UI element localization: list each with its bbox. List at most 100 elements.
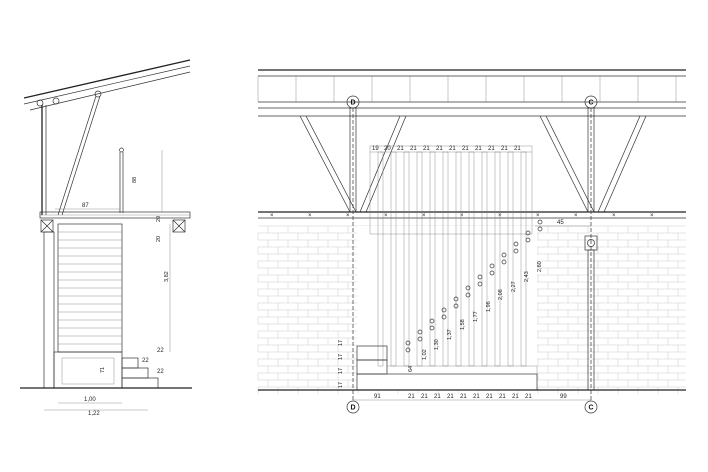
purlin-circle	[94, 90, 102, 98]
beam-x-marker: ×	[650, 213, 654, 219]
height-label: 2,43	[524, 271, 530, 282]
left-stack-label: 17	[338, 354, 344, 360]
beam-x-marker: ×	[346, 213, 350, 219]
hook-marker	[477, 281, 483, 287]
top-spacing-label: 21	[410, 146, 417, 152]
top-spacing-label: 21	[436, 146, 443, 152]
top-spacing-label: 21	[462, 146, 469, 152]
roof-ribs	[257, 76, 677, 102]
axis-bubble-bottom-c	[584, 400, 598, 414]
hook-marker	[429, 318, 435, 324]
bottom-spacing-label: 21	[473, 394, 480, 400]
beam-x-marker: ×	[270, 213, 274, 219]
dim-top-width: 87	[82, 203, 89, 209]
height-label: 1,02	[422, 349, 428, 360]
right-elevation-drawing: ××××××××××× D C D C 45 19	[257, 69, 686, 414]
hook-marker	[453, 296, 459, 302]
bottom-spacing-label: 91	[374, 394, 381, 400]
purlin-circle	[36, 99, 44, 107]
height-label: 2,60	[537, 261, 543, 272]
truss-brace	[539, 115, 589, 213]
top-spacing-label: 21	[488, 146, 495, 152]
beam-x-marker: ×	[308, 213, 312, 219]
roof-slope-line	[23, 59, 191, 99]
axis-label-top-d: D	[351, 100, 356, 107]
hook-marker	[417, 336, 423, 342]
top-spacing-label: 21	[501, 146, 508, 152]
beam-x-marker: ×	[574, 213, 578, 219]
top-spacing-label: 21	[449, 146, 456, 152]
dim-step1: 22	[157, 348, 164, 354]
side-step	[121, 377, 159, 389]
hook-marker	[489, 270, 495, 276]
stair-rungs	[58, 231, 122, 345]
hook-marker	[513, 248, 519, 254]
dim-stair-height: 3,82	[164, 271, 170, 282]
hook-markers	[405, 219, 543, 353]
hook-marker	[525, 230, 531, 236]
left-wall	[43, 231, 55, 389]
hook-marker	[465, 292, 471, 298]
slat-screen-frame	[369, 145, 533, 235]
side-step	[121, 357, 139, 369]
beam-x-marker: ×	[612, 213, 616, 219]
hook-marker	[489, 263, 495, 269]
hook-marker	[453, 303, 459, 309]
bottom-spacing-label: 21	[434, 394, 441, 400]
slat-background	[357, 226, 537, 390]
dim-small-gap: 20	[156, 216, 162, 222]
hook-marker	[513, 241, 519, 247]
hook-marker	[405, 347, 411, 353]
height-label: 2,27	[511, 281, 517, 292]
height-label: 64	[408, 366, 414, 372]
dim-base-height: 71	[100, 367, 106, 373]
beam-x-marker: ×	[422, 213, 426, 219]
height-label: 1,37	[447, 329, 453, 340]
hook-marker	[501, 259, 507, 265]
height-label: 1,58	[460, 319, 466, 330]
top-spacing-label: 19	[372, 146, 379, 152]
dim-step3: 22	[157, 369, 164, 375]
hook-marker	[537, 219, 543, 225]
hook-marker	[441, 314, 447, 320]
left-stack-label: 17	[338, 340, 344, 346]
bottom-spacing-label: 21	[512, 394, 519, 400]
brick-wall	[257, 225, 686, 394]
height-label: 1,77	[473, 311, 479, 322]
bottom-spacing-label: 21	[486, 394, 493, 400]
hook-marker	[465, 285, 471, 291]
height-labels: 64 1,02 1,30 1,37 1,58 1,77 1,96 2,08 2,…	[408, 261, 543, 372]
hook-marker	[537, 226, 543, 232]
axis-bubble-bottom-d	[346, 400, 360, 414]
dim-gap2: 20	[156, 236, 162, 242]
dim-outer-width: 1,22	[88, 411, 100, 417]
axis-label-top-c: C	[589, 100, 594, 107]
left-section-drawing: 87 88 20 20 3,82 22 22 22 71 1,00 1,22	[20, 59, 192, 417]
bottom-spacing-label: 21	[408, 394, 415, 400]
hook-marker	[417, 329, 423, 335]
left-stack-label: 17	[338, 382, 344, 388]
purlin-circle	[52, 97, 60, 105]
axis-label-bottom-d: D	[351, 405, 356, 412]
hook-marker	[441, 307, 447, 313]
height-label: 1,96	[486, 301, 492, 312]
beam-x-marker: ×	[460, 213, 464, 219]
dim-step2: 22	[142, 358, 149, 364]
top-spacing-label: 21	[475, 146, 482, 152]
beam-x-marker: ×	[384, 213, 388, 219]
top-spacing-label: 21	[397, 146, 404, 152]
dim-offset: 45	[557, 220, 564, 226]
bottom-spacing-label: 21	[499, 394, 506, 400]
bottom-spacing-dims: 91 21 21 21 21 21 21 21 21 21 21 99	[374, 394, 567, 400]
bottom-spacing-label: 21	[447, 394, 454, 400]
hook-marker	[429, 325, 435, 331]
bottom-spacing-label: 21	[525, 394, 532, 400]
truss-brace	[299, 115, 351, 213]
hook-marker	[405, 340, 411, 346]
hook-marker	[477, 274, 483, 280]
top-spacing-label: 20	[384, 146, 391, 152]
side-step	[121, 367, 149, 379]
diagonal-brace	[57, 95, 97, 216]
axis-label-bottom-c: C	[589, 405, 594, 412]
